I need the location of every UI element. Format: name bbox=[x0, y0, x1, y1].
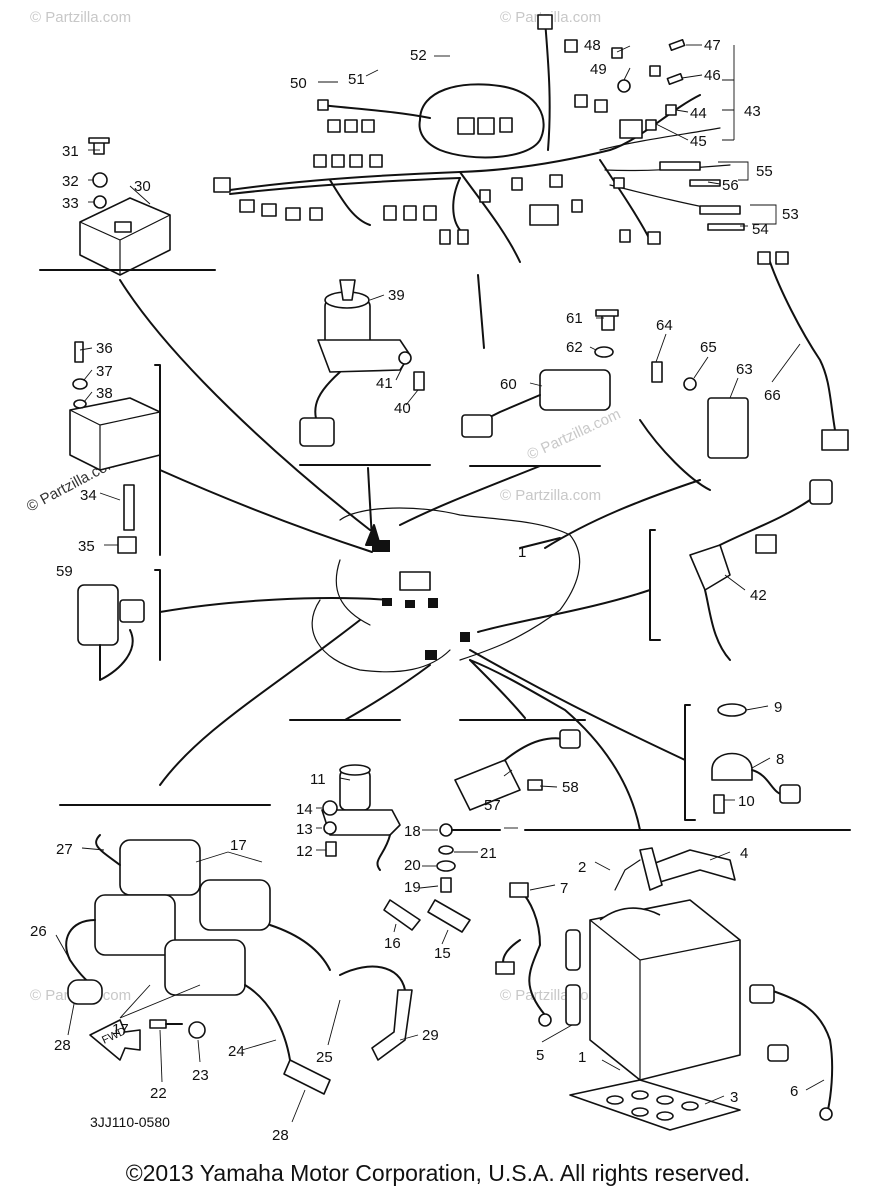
neutral-switch-group bbox=[477, 479, 833, 661]
callout-32: 32 bbox=[62, 173, 79, 190]
callout-58: 58 bbox=[562, 779, 579, 796]
callout-50: 50 bbox=[290, 75, 307, 92]
callout-26: 26 bbox=[30, 923, 47, 940]
callout-28: 28 bbox=[272, 1127, 289, 1144]
callout-7: 7 bbox=[560, 880, 568, 897]
callout-4: 4 bbox=[740, 845, 748, 862]
callout-40: 40 bbox=[394, 400, 411, 417]
callout-labels: 1 1 2 3 4 5 6 7 8 9 10 11 12 13 14 15 16… bbox=[30, 37, 799, 1144]
callout-16: 16 bbox=[384, 935, 401, 952]
callout-2: 2 bbox=[578, 859, 586, 876]
flasher-group bbox=[544, 251, 849, 549]
callout-64: 64 bbox=[656, 317, 673, 334]
watermark-text: © Partzilla.com bbox=[30, 9, 131, 26]
frame-outline bbox=[311, 507, 581, 673]
callout-56: 56 bbox=[722, 177, 739, 194]
callout-6: 6 bbox=[790, 1083, 798, 1100]
callout-52: 52 bbox=[410, 47, 427, 64]
callout-49: 49 bbox=[590, 61, 607, 78]
callout-21: 21 bbox=[480, 845, 497, 862]
relay-59-group bbox=[77, 569, 391, 681]
callout-46: 46 bbox=[704, 67, 721, 84]
callout-24: 24 bbox=[228, 1043, 245, 1060]
sensor-8-group bbox=[469, 649, 801, 821]
callout-51: 51 bbox=[348, 71, 365, 88]
ignition-coils-group bbox=[59, 619, 413, 1095]
callout-28: 28 bbox=[54, 1037, 71, 1054]
rectifier-regulator-group bbox=[69, 341, 373, 556]
callout-48: 48 bbox=[584, 37, 601, 54]
callout-33: 33 bbox=[62, 195, 79, 212]
callout-13: 13 bbox=[296, 821, 313, 838]
watermark-text: © Partzilla.com bbox=[525, 406, 624, 464]
callout-30: 30 bbox=[134, 178, 151, 195]
relay-60-group bbox=[399, 274, 619, 526]
leader-lines bbox=[55, 44, 825, 1123]
callout-3: 3 bbox=[730, 1089, 738, 1106]
battery-group bbox=[469, 659, 851, 1131]
callout-8: 8 bbox=[776, 751, 784, 768]
copyright-notice: ©2013 Yamaha Motor Corporation, U.S.A. A… bbox=[125, 1160, 751, 1186]
callout-44: 44 bbox=[690, 105, 707, 122]
callout-18: 18 bbox=[404, 823, 421, 840]
main-switch-group bbox=[299, 279, 431, 546]
callout-38: 38 bbox=[96, 385, 113, 402]
callout-25: 25 bbox=[316, 1049, 333, 1066]
callout-61: 61 bbox=[566, 310, 583, 327]
wire-harness bbox=[213, 14, 731, 263]
callout-66: 66 bbox=[764, 387, 781, 404]
spark-plugs bbox=[383, 899, 471, 933]
callout-35: 35 bbox=[78, 538, 95, 555]
callout-63: 63 bbox=[736, 361, 753, 378]
callout-11: 11 bbox=[310, 771, 326, 788]
harness-small-parts bbox=[611, 38, 777, 231]
callout-53: 53 bbox=[782, 206, 799, 223]
callout-55: 55 bbox=[756, 163, 773, 180]
callout-37: 37 bbox=[96, 363, 113, 380]
callout-47: 47 bbox=[704, 37, 721, 54]
small-parts-18-21 bbox=[436, 823, 501, 893]
callout-12: 12 bbox=[296, 843, 313, 860]
callout-19: 19 bbox=[404, 879, 421, 896]
callout-1: 1 bbox=[518, 544, 526, 561]
callout-41: 41 bbox=[376, 375, 393, 392]
callout-65: 65 bbox=[700, 339, 717, 356]
callout-27: 27 bbox=[56, 841, 73, 858]
callout-10: 10 bbox=[738, 793, 755, 810]
callout-20: 20 bbox=[404, 857, 421, 874]
callout-62: 62 bbox=[566, 339, 583, 356]
callout-60: 60 bbox=[500, 376, 517, 393]
callout-31: 31 bbox=[62, 143, 79, 160]
callout-59: 59 bbox=[56, 563, 73, 580]
callout-23: 23 bbox=[192, 1067, 209, 1084]
callout-43: 43 bbox=[744, 103, 761, 120]
callout-42: 42 bbox=[750, 587, 767, 604]
callout-5: 5 bbox=[536, 1047, 544, 1064]
horn-11-group bbox=[289, 664, 431, 871]
diagram-code: 3JJ110-0580 bbox=[90, 1114, 170, 1130]
callout-45: 45 bbox=[690, 133, 707, 150]
callout-39: 39 bbox=[388, 287, 405, 304]
watermark-text: © Partzilla.com bbox=[500, 987, 601, 1004]
callout-15: 15 bbox=[434, 945, 451, 962]
starter-solenoid-group bbox=[454, 659, 586, 811]
callout-29: 29 bbox=[422, 1027, 439, 1044]
watermark-text: © Partzilla.com bbox=[500, 487, 601, 504]
callout-1: 1 bbox=[578, 1049, 586, 1066]
callout-57: 57 bbox=[484, 797, 501, 814]
callout-22: 22 bbox=[150, 1085, 167, 1102]
callout-9: 9 bbox=[774, 699, 782, 716]
callout-36: 36 bbox=[96, 340, 113, 357]
callout-54: 54 bbox=[752, 221, 769, 238]
cdi-unit-group bbox=[39, 137, 371, 531]
callout-17: 17 bbox=[230, 837, 247, 854]
callout-17: 17 bbox=[112, 1021, 129, 1038]
callout-14: 14 bbox=[296, 801, 313, 818]
callout-34: 34 bbox=[80, 487, 97, 504]
